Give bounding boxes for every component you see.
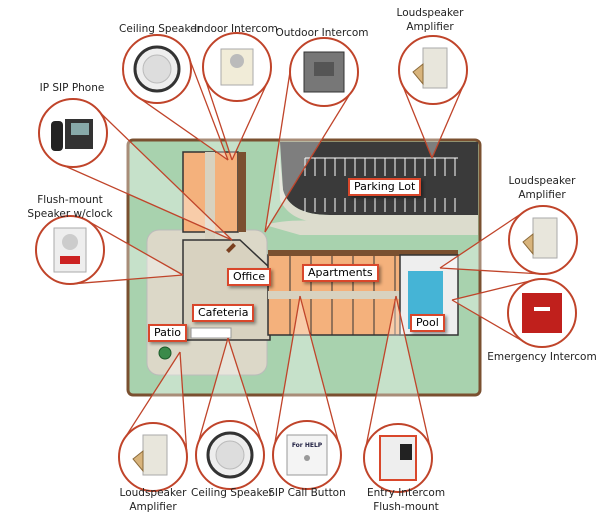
connector-wedge [197, 338, 262, 444]
connector-line [100, 112, 233, 241]
connector-wedge [265, 71, 350, 232]
connector-line [431, 81, 466, 159]
connector-line [451, 299, 527, 344]
outdoor-intercom-icon [303, 51, 345, 93]
connector-line [395, 295, 431, 447]
device-label: SIP Call Button [268, 487, 346, 499]
connector-line [87, 220, 184, 276]
device-label: Loudspeaker Amplifier [396, 7, 464, 33]
device-label: Loudspeaker Amplifier [119, 487, 187, 513]
loudspeaker-amplifier-icon [412, 47, 448, 89]
connector-line [64, 165, 233, 241]
connector-line [273, 295, 301, 445]
connector-wedge [274, 296, 339, 445]
device-1 [202, 32, 272, 102]
device-label: Flush-mount Speaker w/clock [27, 194, 113, 220]
device-6 [508, 205, 578, 275]
device-10: For HELP [272, 420, 342, 490]
map-label-cafeteria: Cafeteria [192, 304, 255, 322]
connector-line [138, 97, 229, 161]
device-4 [38, 98, 108, 168]
device-label: IP SIP Phone [39, 82, 105, 94]
connector-line [451, 279, 536, 301]
connector-line [74, 274, 184, 285]
device-label: Loudspeaker Amplifier [508, 175, 576, 201]
device-label: Emergency Intercom [487, 351, 597, 363]
connector-line [231, 80, 269, 161]
device-label: Indoor Intercom [194, 23, 278, 35]
map-label-parking-lot: Parking Lot [348, 178, 422, 196]
ip-phone-icon [51, 119, 93, 151]
map-label-apartments: Apartments [302, 264, 379, 282]
connector-wedge [365, 296, 430, 447]
device-label: Entry Intercom Flush-mount [366, 487, 446, 513]
loudspeaker-amplifier-icon [132, 434, 168, 476]
device-label: Outdoor Intercom [275, 27, 369, 39]
entry-intercom-icon [379, 435, 417, 481]
connector-line [203, 76, 233, 161]
call-button-icon: For HELP [286, 434, 328, 476]
clock-speaker-icon [53, 227, 87, 273]
device-2 [289, 37, 359, 107]
device-label: Ceiling Speaker [191, 487, 273, 499]
connector-line [197, 337, 229, 445]
cafeteria-area [182, 239, 271, 341]
connector-line [188, 58, 229, 161]
device-5 [35, 215, 105, 285]
device-3 [398, 35, 468, 105]
connector-line [227, 337, 263, 443]
device-label: Ceiling Speaker [119, 23, 201, 35]
connector-line [264, 93, 351, 233]
connector-line [124, 351, 181, 439]
connector-line [365, 295, 397, 447]
connector-line [299, 295, 340, 443]
call-button-text: For HELP [292, 442, 323, 449]
device-0 [122, 34, 192, 104]
connector-line [439, 267, 541, 275]
connector-line [264, 71, 291, 233]
connector-line [400, 81, 433, 159]
device-9 [195, 420, 265, 490]
emergency-intercom-icon [522, 293, 562, 333]
ceiling-speaker-icon [206, 431, 254, 479]
connector-line [179, 351, 188, 454]
loudspeaker-amplifier-icon [522, 217, 558, 259]
connector-wedge [64, 113, 232, 240]
device-8 [118, 422, 188, 492]
map-label-patio: Patio [148, 324, 187, 342]
connector-line [439, 211, 524, 269]
indoor-intercom-icon [220, 48, 254, 86]
device-11 [363, 423, 433, 493]
device-7 [507, 278, 577, 348]
map-label-office: Office [227, 268, 272, 286]
ceiling-speaker-icon [133, 45, 181, 93]
map-label-pool: Pool [410, 314, 445, 332]
